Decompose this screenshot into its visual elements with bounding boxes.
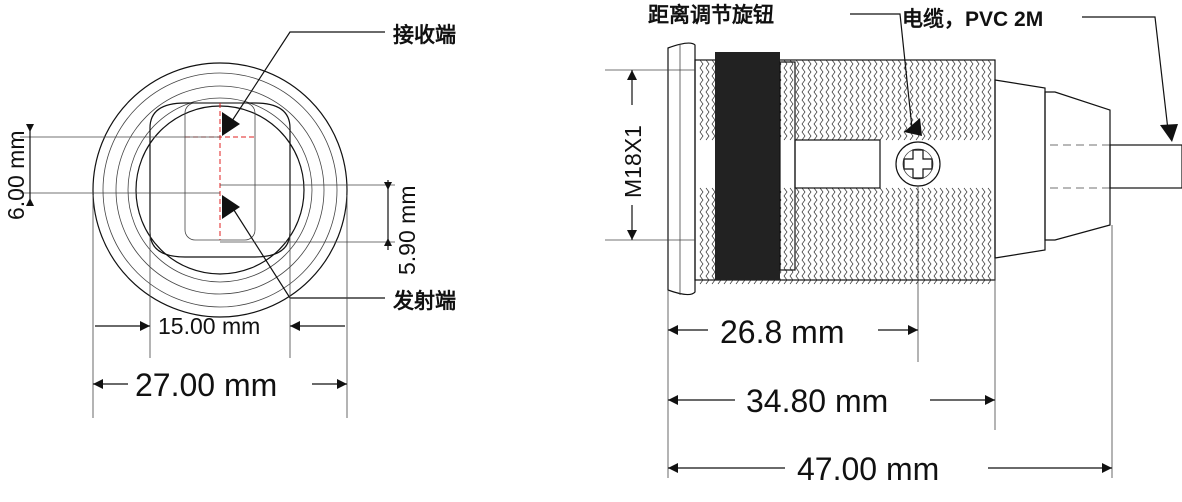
thread-line xyxy=(843,187,848,285)
thread-line xyxy=(903,187,908,285)
thread-line xyxy=(831,59,836,141)
knob-label: 距离调节旋钮 xyxy=(648,3,774,27)
adjust-slot xyxy=(794,139,881,189)
thread-line xyxy=(981,59,986,141)
flange xyxy=(667,42,696,296)
thread-line xyxy=(813,59,818,141)
thread-line xyxy=(867,187,872,285)
dim-outer-diameter: 27.00 mm xyxy=(135,367,277,403)
thread-line xyxy=(963,187,968,285)
thread-line xyxy=(861,59,866,141)
thread-line xyxy=(795,187,800,285)
thread-line xyxy=(873,59,878,141)
thread-line xyxy=(915,187,920,285)
thread-line xyxy=(891,187,896,285)
thread-line xyxy=(909,187,914,285)
thread-line xyxy=(879,59,884,141)
thread-line xyxy=(825,187,830,285)
thread-line xyxy=(837,187,842,285)
thread-line xyxy=(711,59,716,141)
thread-line xyxy=(957,59,962,141)
emitter-label: 发射端 xyxy=(392,289,456,313)
thread-line xyxy=(987,187,992,285)
thread-line xyxy=(795,59,800,141)
thread-line xyxy=(807,187,812,285)
thread-line xyxy=(825,59,830,141)
thread-line xyxy=(789,187,794,285)
thread-line xyxy=(939,187,944,285)
cross-screw-icon xyxy=(903,149,933,179)
thread-line xyxy=(969,187,974,285)
dim-total: 47.00 mm xyxy=(797,451,939,487)
thread-line xyxy=(705,187,710,285)
thread-line xyxy=(951,187,956,285)
thread-label: M18X1 xyxy=(620,125,646,198)
thread-line xyxy=(927,187,932,285)
thread-line xyxy=(963,59,968,141)
thread-line xyxy=(699,187,704,285)
thread-line xyxy=(813,187,818,285)
thread-line xyxy=(807,59,812,141)
thread-line xyxy=(951,59,956,141)
thread-line xyxy=(801,187,806,285)
side-view: 距离调节旋钮 电缆，PVC 2M M18X1 26.8 mm 34.80 mm … xyxy=(605,3,1182,487)
thread-line xyxy=(975,187,980,285)
emitter-arrow-icon xyxy=(222,195,240,219)
thread-line xyxy=(855,59,860,141)
thread-line xyxy=(789,59,794,141)
thread-line xyxy=(879,187,884,285)
lock-nut xyxy=(715,52,780,280)
dim-inner-width: 15.00 mm xyxy=(158,313,260,339)
thread-line xyxy=(861,187,866,285)
thread-line xyxy=(945,187,950,285)
receiver-label: 接收端 xyxy=(393,23,456,47)
thread-line xyxy=(975,59,980,141)
cable xyxy=(1109,144,1182,189)
thread-line xyxy=(801,59,806,141)
thread-line xyxy=(987,59,992,141)
thread-line xyxy=(783,59,788,141)
thread-line xyxy=(867,59,872,141)
thread-line xyxy=(819,187,824,285)
thread-line xyxy=(843,59,848,141)
thread-line xyxy=(921,59,926,141)
dim-body: 34.80 mm xyxy=(746,383,888,419)
thread-line xyxy=(897,187,902,285)
thread-line xyxy=(855,187,860,285)
thread-line xyxy=(783,187,788,285)
thread-line xyxy=(933,187,938,285)
thread-line xyxy=(849,59,854,141)
thread-line xyxy=(819,59,824,141)
cable-label: 电缆，PVC 2M xyxy=(902,7,1043,31)
thread-line xyxy=(933,59,938,141)
thread-line xyxy=(699,59,704,141)
thread-line xyxy=(921,187,926,285)
thread-line xyxy=(939,59,944,141)
thread-line xyxy=(969,59,974,141)
thread-line xyxy=(927,59,932,141)
thread-line xyxy=(897,59,902,141)
thread-line xyxy=(957,187,962,285)
dim-offset: 5.90 mm xyxy=(394,186,420,275)
thread-line xyxy=(945,59,950,141)
thread-line xyxy=(711,187,716,285)
thread-line xyxy=(705,59,710,141)
dim-knob: 26.8 mm xyxy=(720,314,844,350)
receiver-arrow-icon xyxy=(222,112,240,136)
thread-line xyxy=(891,59,896,141)
front-view: 接收端 发射端 6.00 mm 5.90 mm 15.00 mm 27.00 m… xyxy=(3,23,456,418)
cable-gland xyxy=(994,79,1046,259)
thread-line xyxy=(831,187,836,285)
thread-line xyxy=(873,187,878,285)
thread-line xyxy=(885,59,890,141)
thread-line xyxy=(837,59,842,141)
dim-height: 6.00 mm xyxy=(3,131,29,220)
thread-line xyxy=(885,187,890,285)
thread-line xyxy=(849,187,854,285)
thread-line xyxy=(981,187,986,285)
